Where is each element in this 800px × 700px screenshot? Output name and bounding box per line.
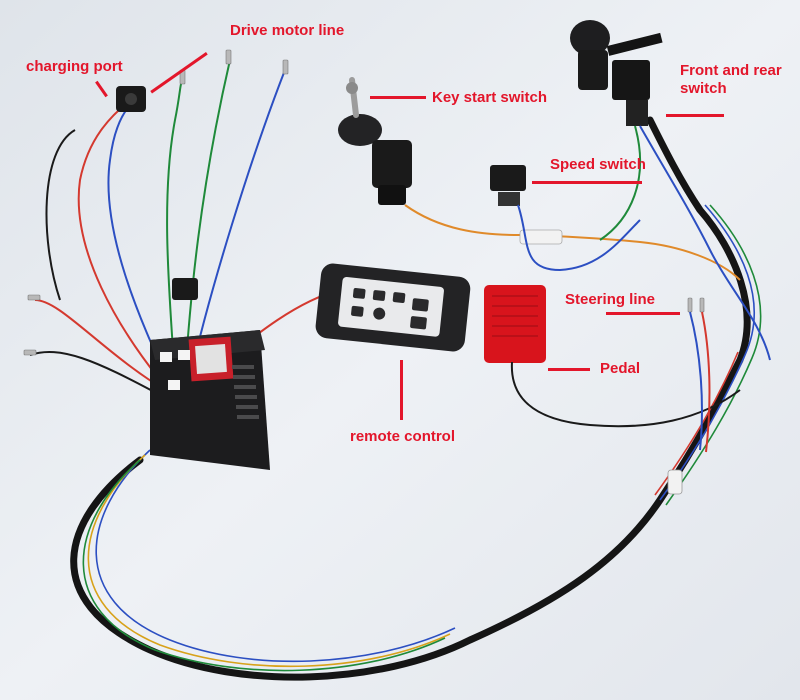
charging-port-connector	[116, 86, 146, 112]
main-cable	[70, 116, 751, 681]
harness-wires	[82, 204, 762, 672]
steering-wire	[689, 311, 703, 451]
pointer-speed-switch	[532, 181, 642, 184]
pedal-device	[484, 285, 546, 363]
label-pedal: Pedal	[600, 360, 641, 377]
controller-wires	[29, 59, 341, 396]
pointer-remote-control	[400, 360, 403, 420]
label-drive-motor-line: Drive motor line	[230, 22, 345, 39]
label-speed-switch: Speed switch	[550, 156, 646, 173]
label-charging-port: charging port	[26, 58, 123, 75]
front-rear-switch	[570, 20, 663, 126]
front-rear-wire	[639, 125, 771, 361]
speed-switch	[490, 165, 526, 206]
inline-connector	[519, 229, 563, 245]
label-key-start-switch: Key start switch	[432, 89, 548, 106]
pointer-steering-line	[606, 312, 680, 315]
controller-box	[150, 330, 270, 470]
remote-control-device	[315, 263, 471, 352]
speed-switch-wire	[517, 204, 641, 272]
key-switch-wire	[404, 204, 741, 281]
pointer-key-start-switch	[370, 96, 426, 99]
label-front-and-rear-switch: Front and rear switch	[680, 62, 782, 97]
key-start-switch	[338, 77, 412, 205]
label-remote-control: remote control	[350, 428, 456, 445]
controller-plug	[172, 278, 198, 300]
label-steering-line: Steering line	[565, 291, 656, 308]
pointer-front-and-rear-switch	[666, 114, 724, 117]
cable-connector	[667, 469, 683, 495]
wire-terminals	[23, 49, 705, 356]
pointer-pedal	[548, 368, 590, 371]
